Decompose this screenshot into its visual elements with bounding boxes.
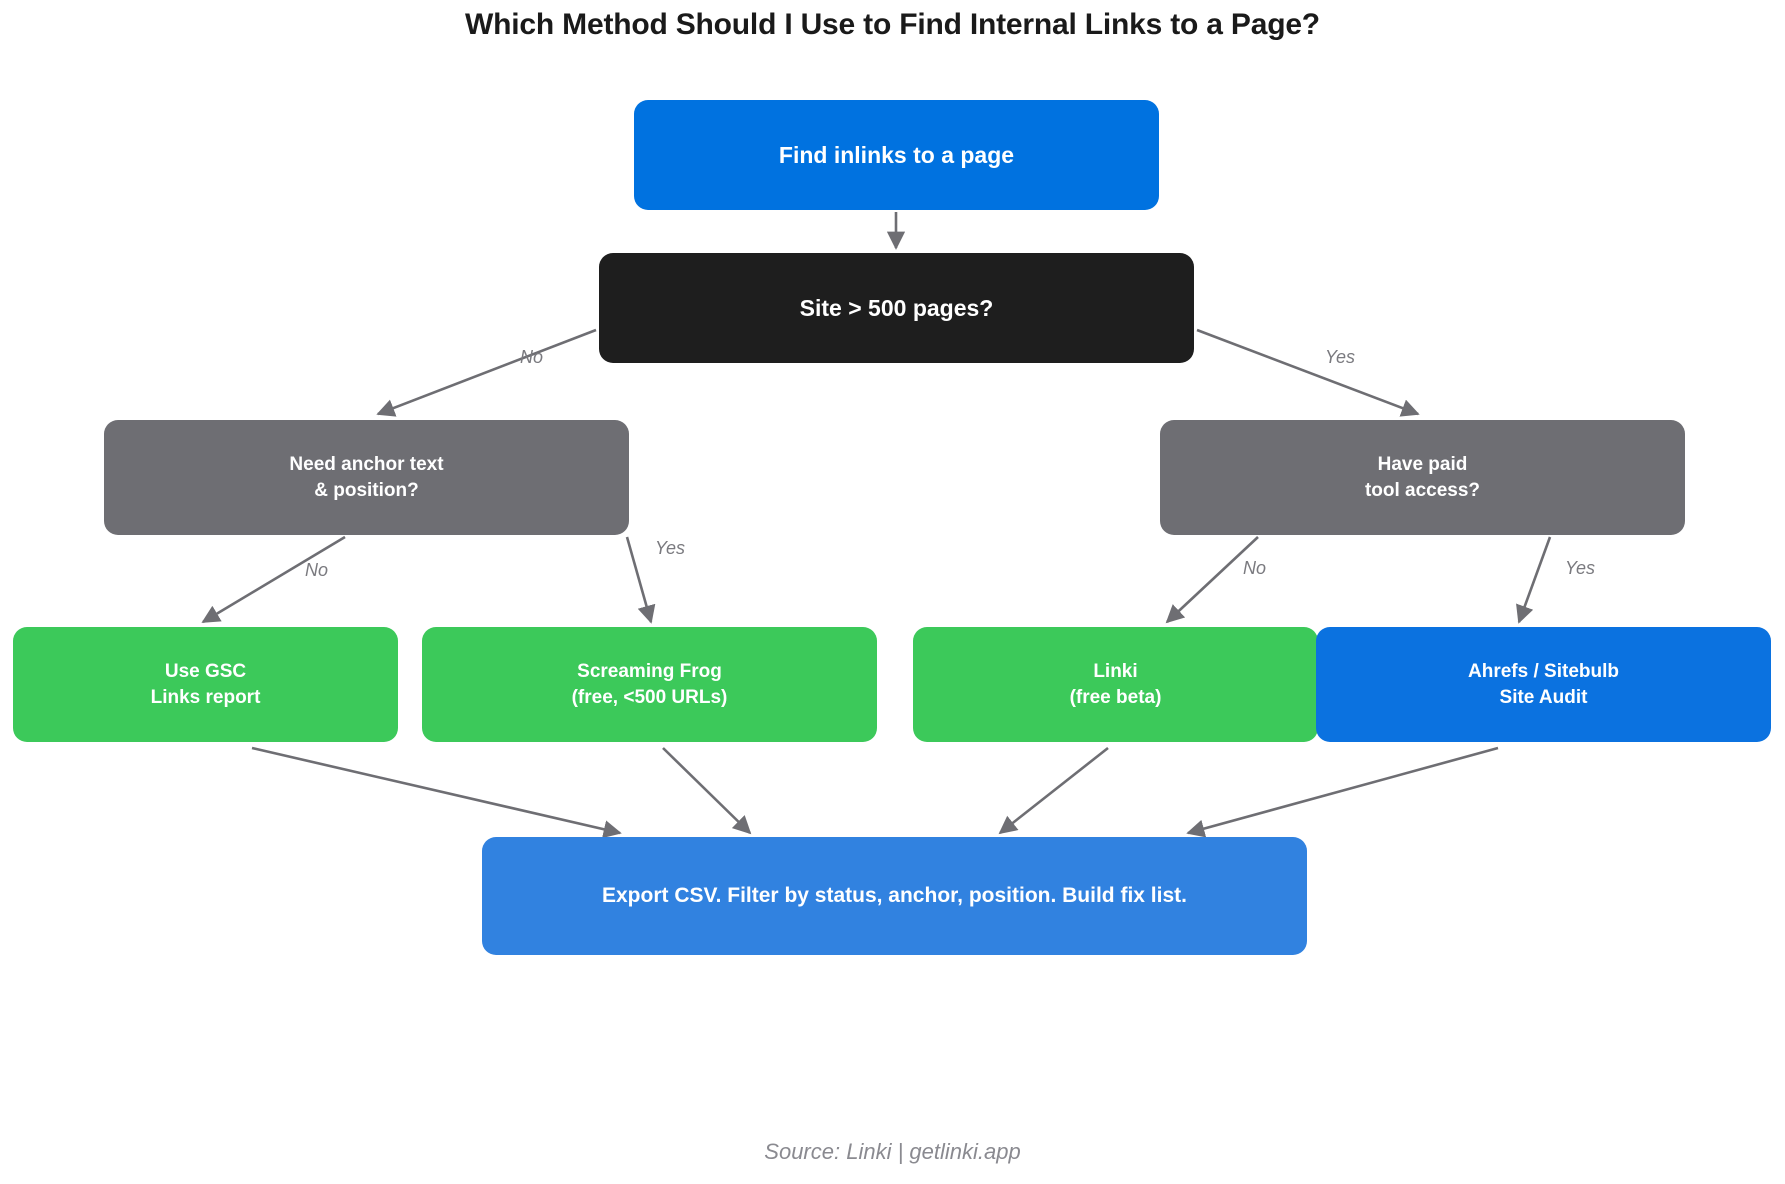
node-outcome-ahrefs-sitebulb[interactable]: Ahrefs / Sitebulb Site Audit: [1316, 627, 1771, 742]
edge-ahrefs-to-export: [1186, 746, 1499, 838]
edge-decision-to-left-question: [376, 328, 597, 417]
edge-screaming-frog-to-export: [662, 747, 752, 835]
edge-label-right-yes: Yes: [1565, 558, 1596, 578]
node-export-csv[interactable]: Export CSV. Filter by status, anchor, po…: [482, 837, 1307, 955]
edge-label-decision-no: No: [520, 347, 544, 367]
edge-label-left-no: No: [305, 560, 329, 580]
node-outcome-linki[interactable]: Linki (free beta): [913, 627, 1318, 742]
edge-left-question-to-screaming-frog: [625, 536, 656, 624]
node-decision-site-size[interactable]: Site > 500 pages?: [599, 253, 1194, 363]
source-note: Source: Linki | getlinki.app: [764, 1139, 1021, 1164]
edge-right-question-to-linki: [1165, 536, 1259, 624]
edge-gsc-to-export: [251, 746, 622, 839]
edge-label-right-no: No: [1243, 558, 1267, 578]
node-decision-paid-tool[interactable]: Have paid tool access?: [1160, 420, 1685, 535]
node-outcome-screaming-frog[interactable]: Screaming Frog (free, <500 URLs): [422, 627, 877, 742]
edge-decision-to-right-question: [1196, 328, 1420, 417]
node-decision-anchor-text[interactable]: Need anchor text & position?: [104, 420, 629, 535]
edge-label-left-yes: Yes: [655, 538, 686, 558]
page-title: Which Method Should I Use to Find Intern…: [465, 8, 1320, 41]
edge-right-question-to-ahrefs: [1516, 536, 1552, 624]
node-start[interactable]: Find inlinks to a page: [634, 100, 1159, 210]
edge-linki-to-export: [998, 746, 1109, 835]
edge-label-decision-yes: Yes: [1325, 347, 1356, 367]
node-outcome-gsc[interactable]: Use GSC Links report: [13, 627, 398, 742]
